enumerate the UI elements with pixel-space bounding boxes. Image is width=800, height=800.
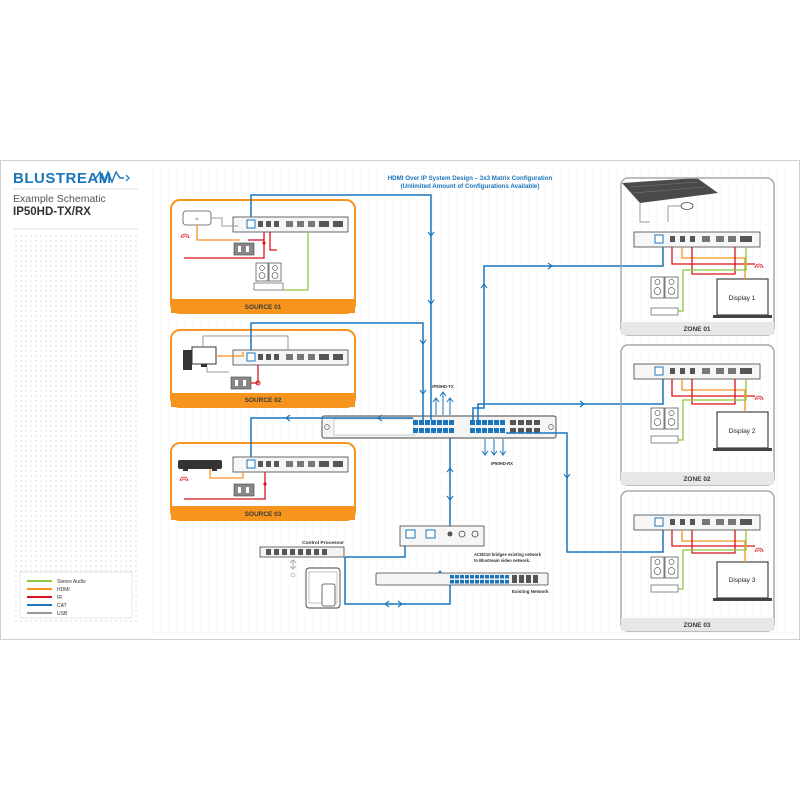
bridge-unit: ACM210 bridges existing network to Blust… <box>399 525 542 563</box>
computer-icon <box>183 350 192 370</box>
legend-label: USB <box>57 611 68 617</box>
source-01-box: SOURCE 01 tv <box>170 199 356 314</box>
existing-network-switch: Existing Network <box>375 572 549 594</box>
legend-item-usb: USB <box>27 611 68 617</box>
rx-port-label: IP50HD-RX <box>491 461 513 466</box>
receiver-unit <box>633 231 761 248</box>
mouse-icon <box>680 202 694 210</box>
svg-text:tv: tv <box>196 217 199 221</box>
zone-02-label: ZONE 02 <box>683 476 710 483</box>
network-switch: IP50HD-TX IP50HD-RX <box>321 384 557 466</box>
legend-label: CAT <box>57 603 67 609</box>
legend-item-stereo-audio: Stereo Audio <box>27 579 86 585</box>
header-line2: IP50HD-TX/RX <box>13 206 91 218</box>
legend-label: IR <box>57 595 62 601</box>
legend-item-cat: CAT <box>27 603 67 609</box>
zone-01-box: ZONE 01 Display 1 <box>620 177 775 336</box>
source-02-box: SOURCE 02 <box>170 329 356 408</box>
bridge-note-line1: ACM210 bridges existing network <box>474 552 542 557</box>
control-processor-label: Control Processor <box>302 540 344 546</box>
diagram-title-line2: (Unlimited Amount of Configurations Avai… <box>401 183 540 190</box>
receiver-unit <box>633 363 761 380</box>
legend-item-ir: IR <box>27 595 62 601</box>
header-line1: Example Schematic <box>13 193 106 205</box>
display-2 <box>716 411 769 449</box>
receiver-unit <box>633 514 761 531</box>
keyboard-icon <box>622 178 718 203</box>
tx-port-label: IP50HD-TX <box>432 384 454 389</box>
zone-03-box: ZONE 03 Display 3 <box>620 490 775 632</box>
brand-logo: BLUSTREAM <box>13 170 130 187</box>
header-pattern <box>13 233 138 623</box>
display-3 <box>716 561 769 599</box>
source-03-label: SOURCE 03 <box>245 511 282 518</box>
source-01-label: SOURCE 01 <box>245 304 282 311</box>
zone-01-label: ZONE 01 <box>683 326 710 333</box>
brand-name: BLUSTREAM <box>13 170 112 187</box>
existing-network-label: Existing Network <box>512 589 549 594</box>
legend-item-hdmi: HDMI <box>27 587 70 593</box>
legend: Stereo Audio HDMI IR CAT USB <box>19 571 133 619</box>
legend-label: HDMI <box>57 587 70 593</box>
zone-02-box: ZONE 02 Display 2 <box>620 344 775 486</box>
display-1-label: Display 1 <box>729 295 756 302</box>
display-1 <box>716 278 769 316</box>
bridge-note-line2: to Blustream video network. <box>474 558 530 563</box>
zone-03-label: ZONE 03 <box>683 622 710 629</box>
diagram-title-line1: HDMI Over IP System Design – 3x3 Matrix … <box>388 175 553 182</box>
display-3-label: Display 3 <box>729 577 756 584</box>
cat-cables <box>250 194 664 605</box>
phone-icon <box>321 583 336 607</box>
source-03-box: SOURCE 03 <box>170 442 356 521</box>
control-processor: Control Processor <box>259 540 345 609</box>
source-02-label: SOURCE 02 <box>245 397 282 404</box>
display-2-label: Display 2 <box>729 428 756 435</box>
legend-label: Stereo Audio <box>57 579 86 585</box>
set-top-box-icon <box>178 460 222 469</box>
